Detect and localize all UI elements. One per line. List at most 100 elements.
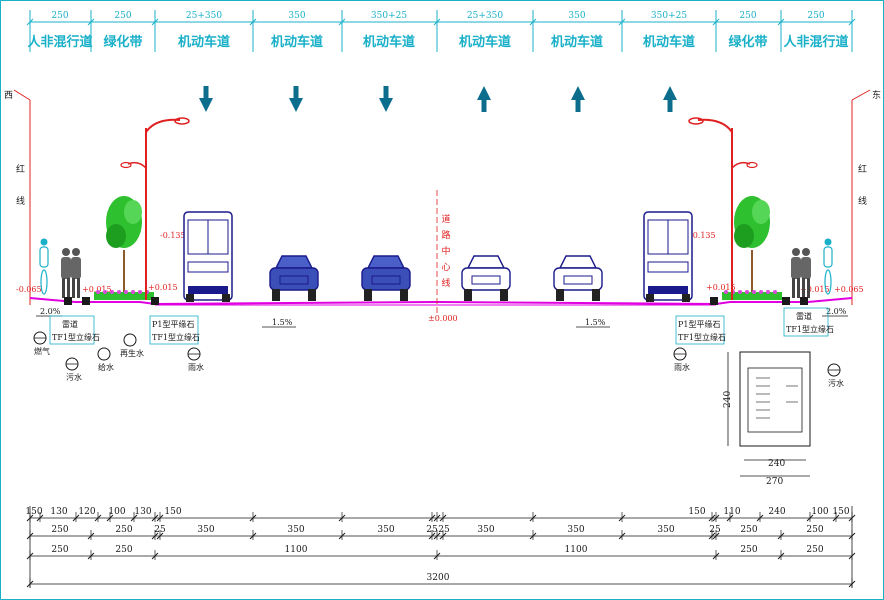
pipe-reclaimed-label: 再生水: [120, 348, 144, 358]
pipe-rain-left-label: 雨水: [188, 362, 204, 372]
elev-left-2: +0.015: [82, 285, 112, 294]
pipe-reclaimed-icon: [123, 333, 137, 347]
header-dim-1: 250: [51, 11, 68, 21]
arrow-up-icon: [663, 86, 677, 112]
arrow-down-icon: [199, 86, 213, 112]
box-height-label: 240: [723, 391, 733, 408]
direction-arrows: [199, 86, 677, 112]
header-dim-3: 25+350: [186, 11, 222, 21]
header-dim-5: 350+25: [371, 11, 407, 21]
cyclist-right-icon: [823, 238, 833, 295]
dim-row2-11: 25: [709, 525, 721, 535]
car-lane-5-icon: [553, 255, 603, 301]
lane-label-9: 绿化带: [728, 34, 767, 50]
east-marker: 东: [851, 89, 881, 305]
car-lane-4-icon: [461, 255, 511, 301]
curb-block-right-2: [782, 297, 790, 305]
dim-row1-0: 150: [25, 507, 42, 517]
car-lane-2-icon: [269, 255, 319, 301]
header-dim-10: 250: [807, 11, 824, 21]
lane-label-1: 人非混行道: [27, 34, 92, 50]
dim-row1-5: 150: [164, 507, 181, 517]
slope-right: 2.0%: [826, 307, 847, 316]
box-width-inner-label: 240: [768, 459, 785, 469]
dim-row3-3: 1100: [565, 545, 588, 555]
box-width-outer-label: 270: [766, 477, 783, 487]
elev-right-1: -0.135: [690, 231, 716, 240]
dim-row2-3: 350: [197, 525, 214, 535]
sidewalk-right-2: TF1型立缘石: [786, 324, 834, 334]
lane-label-4: 机动车道: [271, 34, 323, 50]
elev-left-4: +0.015: [148, 283, 178, 292]
header-dim-7: 350: [568, 11, 585, 21]
cross-slope-left: 1.5%: [272, 318, 293, 327]
pipe-sewage-right-label: 污水: [828, 378, 844, 388]
curb-block-right-1: [710, 297, 718, 305]
cyclist-left-icon: [39, 238, 49, 295]
sidewalk-left-2: TF1型立缘石: [52, 332, 100, 342]
dim-row1-1: 130: [50, 507, 67, 517]
lane-label-3: 机动车道: [178, 34, 230, 50]
west-marker: 西: [4, 89, 31, 305]
elev-right-2: +0.015: [706, 283, 736, 292]
dim-row1-6: 150: [688, 507, 705, 517]
curb-left-2: TF1型立缘石: [152, 332, 200, 342]
sidewalk-right-1: 雷道: [796, 311, 812, 321]
car-lane-3-icon: [361, 255, 411, 301]
lane-label-6: 机动车道: [459, 34, 511, 50]
pipe-sewage-left-label: 污水: [66, 372, 82, 382]
scenery: [39, 117, 833, 305]
header-dim-9: 250: [739, 11, 756, 21]
west-label: 西: [4, 90, 13, 101]
bus-left-icon: [183, 211, 233, 302]
dim-row3-5: 250: [806, 545, 823, 555]
dim-row4-0: 3200: [427, 573, 450, 583]
lane-label-5: 机动车道: [363, 34, 415, 50]
lane-label-8: 机动车道: [643, 34, 695, 50]
header-dim-8: 350+25: [651, 11, 687, 21]
header-dim-4: 350: [288, 11, 305, 21]
arrow-down-icon: [379, 86, 393, 112]
elev-left-1: -0.065: [16, 285, 42, 294]
street-lamp-left-icon: [120, 117, 190, 300]
dim-row1-7: 110: [723, 507, 740, 517]
center-label-5: 线: [441, 277, 450, 289]
arrow-up-icon: [477, 86, 491, 112]
elev-right-3: +0.015: [800, 285, 830, 294]
dim-row2-13: 250: [806, 525, 823, 535]
bus-right-icon: [643, 211, 693, 302]
curb-block-right-3: [800, 297, 808, 305]
arrow-up-icon: [571, 86, 585, 112]
dim-row3-1: 250: [115, 545, 132, 555]
dim-row3-4: 250: [740, 545, 757, 555]
header-dim-6: 25+350: [467, 11, 503, 21]
center-label-2: 路: [441, 229, 450, 241]
dim-row1-2: 120: [78, 507, 95, 517]
dim-row2-7: 25: [438, 525, 450, 535]
center-label-1: 道: [441, 213, 450, 225]
center-label-4: 心: [441, 262, 450, 273]
slope-left: 2.0%: [40, 307, 61, 316]
dim-row2-4: 350: [287, 525, 304, 535]
curb-block-left-3: [151, 297, 159, 305]
pipe-water-icon: [97, 347, 111, 361]
lane-label-10: 人非混行道: [783, 34, 848, 50]
dim-row2-12: 250: [740, 525, 757, 535]
tree-right-icon: [722, 196, 782, 300]
pipe-gas-label: 燃气: [34, 346, 50, 356]
lane-label-7: 机动车道: [551, 34, 603, 50]
arrow-down-icon: [289, 86, 303, 112]
header-dim-2: 250: [114, 11, 131, 21]
utility-box: 240 240 270: [723, 351, 811, 487]
pedestrian-right-2-icon: [801, 248, 811, 298]
center-elevation: ±0.000: [428, 314, 458, 323]
sidewalk-left-1: 雷道: [62, 319, 78, 329]
dim-row2-9: 350: [567, 525, 584, 535]
street-lamp-right-icon: [688, 117, 758, 300]
dim-row3-2: 1100: [285, 545, 308, 555]
header-dimension-line: [26, 10, 856, 52]
pedestrian-left-2-icon: [71, 248, 81, 298]
center-line: 道 路 中 心 线 ±0.000: [428, 190, 458, 323]
